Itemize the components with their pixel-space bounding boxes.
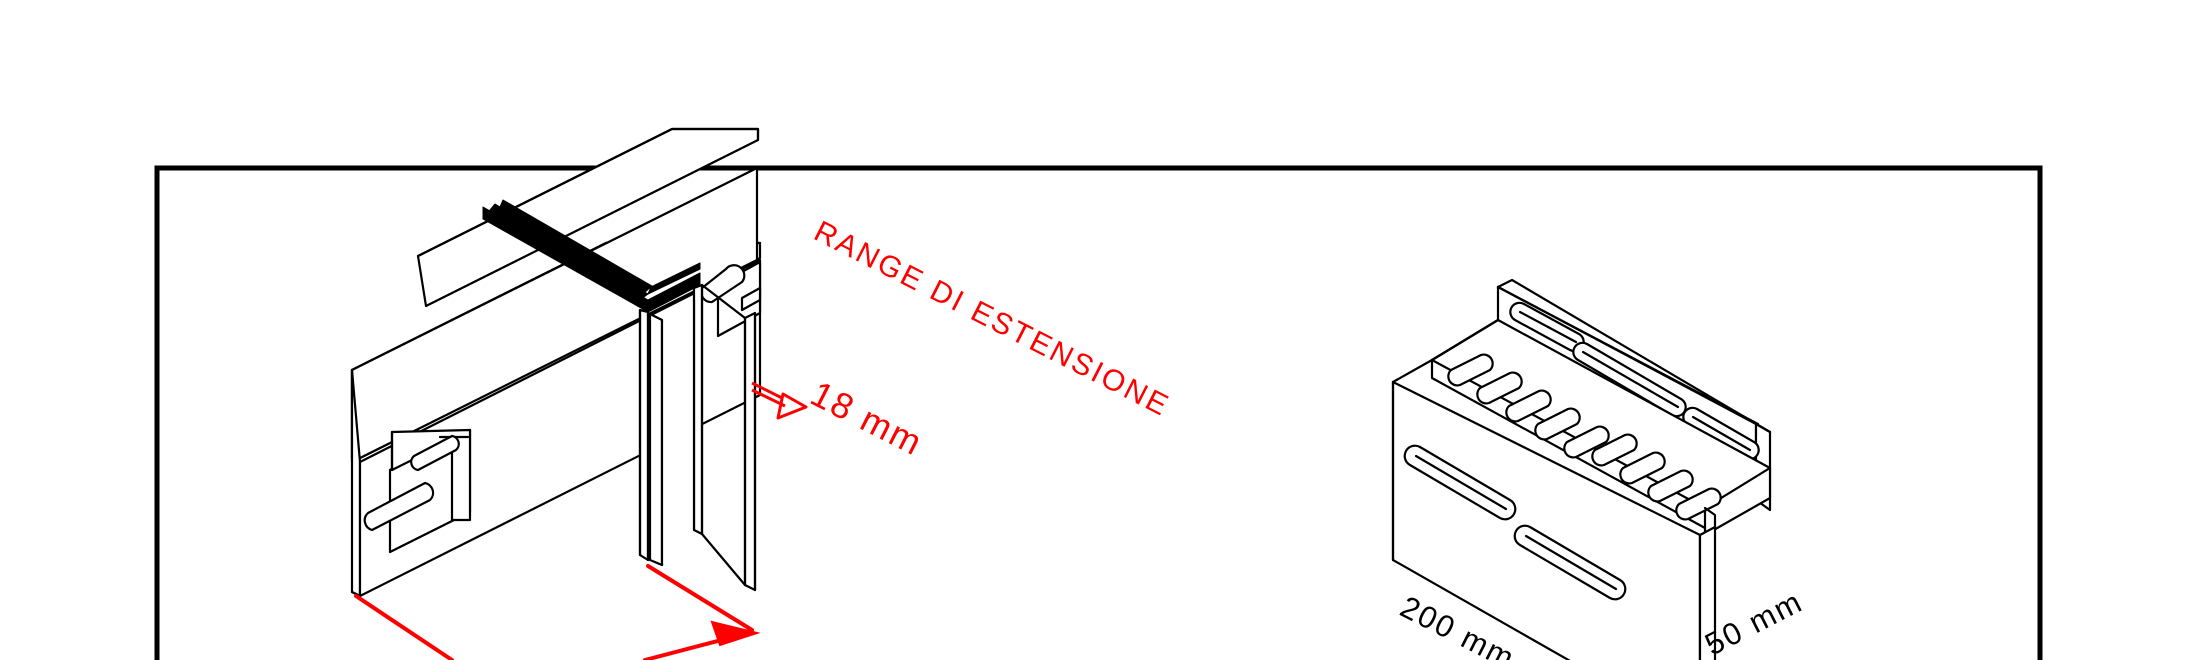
deck-short-slot-7 xyxy=(1619,451,1666,485)
deck-short-slot-8 xyxy=(1647,469,1694,503)
dimension-line-left-leg xyxy=(354,594,454,660)
deck-short-slot-4 xyxy=(1534,407,1581,441)
deck-short-slot-5 xyxy=(1563,425,1610,459)
bracket-right-return xyxy=(1698,506,1717,660)
inserted-profile-front-face xyxy=(660,298,696,567)
front-face-slot-2 xyxy=(1513,524,1627,601)
rail-step-plate-slot xyxy=(410,434,460,472)
inserted-profile-right-web xyxy=(692,283,704,536)
deck-short-slot-6 xyxy=(1591,433,1638,467)
inserted-profile-left-flange xyxy=(648,312,664,567)
dimension-arrowhead-right xyxy=(710,620,761,647)
deck-short-slot-9 xyxy=(1675,487,1722,521)
rail-step-plate xyxy=(390,428,472,522)
front-face-slot-1 xyxy=(1403,444,1517,521)
inserted-profile-left-web xyxy=(638,308,650,562)
inserted-profile-top-edge xyxy=(482,199,701,313)
deck-short-slot-1 xyxy=(1447,353,1494,387)
rail-inner-shelf-slot xyxy=(363,481,435,532)
rail-top-lip xyxy=(416,127,760,308)
deck-short-slot-2 xyxy=(1476,371,1523,405)
component-view xyxy=(1391,278,1772,660)
deck-short-slot-3 xyxy=(1505,389,1552,423)
dimension-line-right-upper xyxy=(646,564,754,632)
extension-pointer-arrow xyxy=(751,381,808,420)
bracket-top-deck xyxy=(1430,318,1772,537)
drawing-frame xyxy=(154,165,2043,660)
rear-flange-slot-2 xyxy=(1572,341,1687,418)
